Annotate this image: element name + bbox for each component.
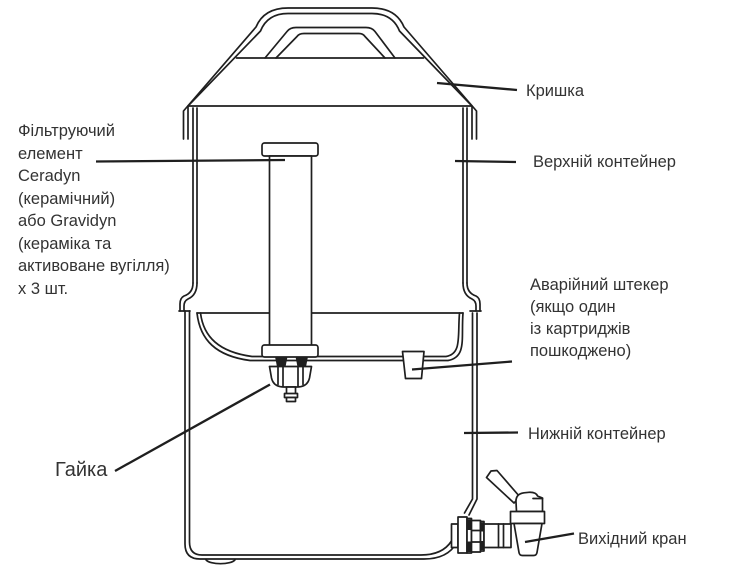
label-line: (якщо один — [530, 298, 616, 316]
label-line: із картриджів — [530, 320, 631, 338]
leader-filter-element — [95, 158, 286, 163]
tap-lever — [485, 469, 521, 504]
label-line: елемент — [18, 144, 83, 163]
label-line: або Gravidyn — [18, 212, 117, 230]
label-emergency-plug: Аварійний штекер (якщо один із картриджі… — [530, 274, 669, 362]
leader-lines — [95, 81, 575, 544]
label-lid: Кришка — [526, 82, 584, 100]
lid-handle — [264, 26, 396, 59]
emergency-plug-shape — [401, 350, 425, 380]
label-line: х 3 шт. — [18, 279, 69, 298]
label-outlet-tap: Вихідний кран — [578, 530, 687, 548]
leader-emergency-plug — [411, 360, 513, 371]
seal — [295, 356, 308, 367]
label-nut: Гайка — [55, 459, 108, 481]
filter-element-shape — [261, 142, 319, 367]
leader-lid — [436, 81, 518, 92]
leader-outlet-tap — [524, 532, 575, 544]
leader-nut — [114, 383, 271, 473]
label-line: (керамічний) — [18, 189, 116, 208]
leader-upper-container — [454, 159, 517, 164]
tap-shape — [450, 469, 546, 557]
label-line: пошкоджено) — [530, 342, 632, 360]
foot — [205, 558, 236, 565]
label-upper-container: Верхній контейнер — [533, 153, 676, 171]
label-line: (кераміка та — [18, 234, 112, 253]
upper-container-shape — [178, 107, 482, 362]
seal — [275, 356, 288, 367]
lower-container-shape — [184, 310, 478, 565]
label-line: Аварійний штекер — [530, 276, 669, 294]
nut-shape — [268, 365, 313, 403]
label-line: Фільтруючий — [18, 122, 115, 140]
label-line: Ceradyn — [18, 167, 81, 185]
label-line: активоване вугілля) — [18, 257, 170, 275]
lid-shape — [182, 7, 478, 140]
leader-lower-container — [463, 431, 519, 435]
label-filter-element: Фільтруючий елемент Ceradyn (керамічний)… — [18, 120, 170, 300]
label-lower-container: Нижній контейнер — [528, 425, 666, 443]
